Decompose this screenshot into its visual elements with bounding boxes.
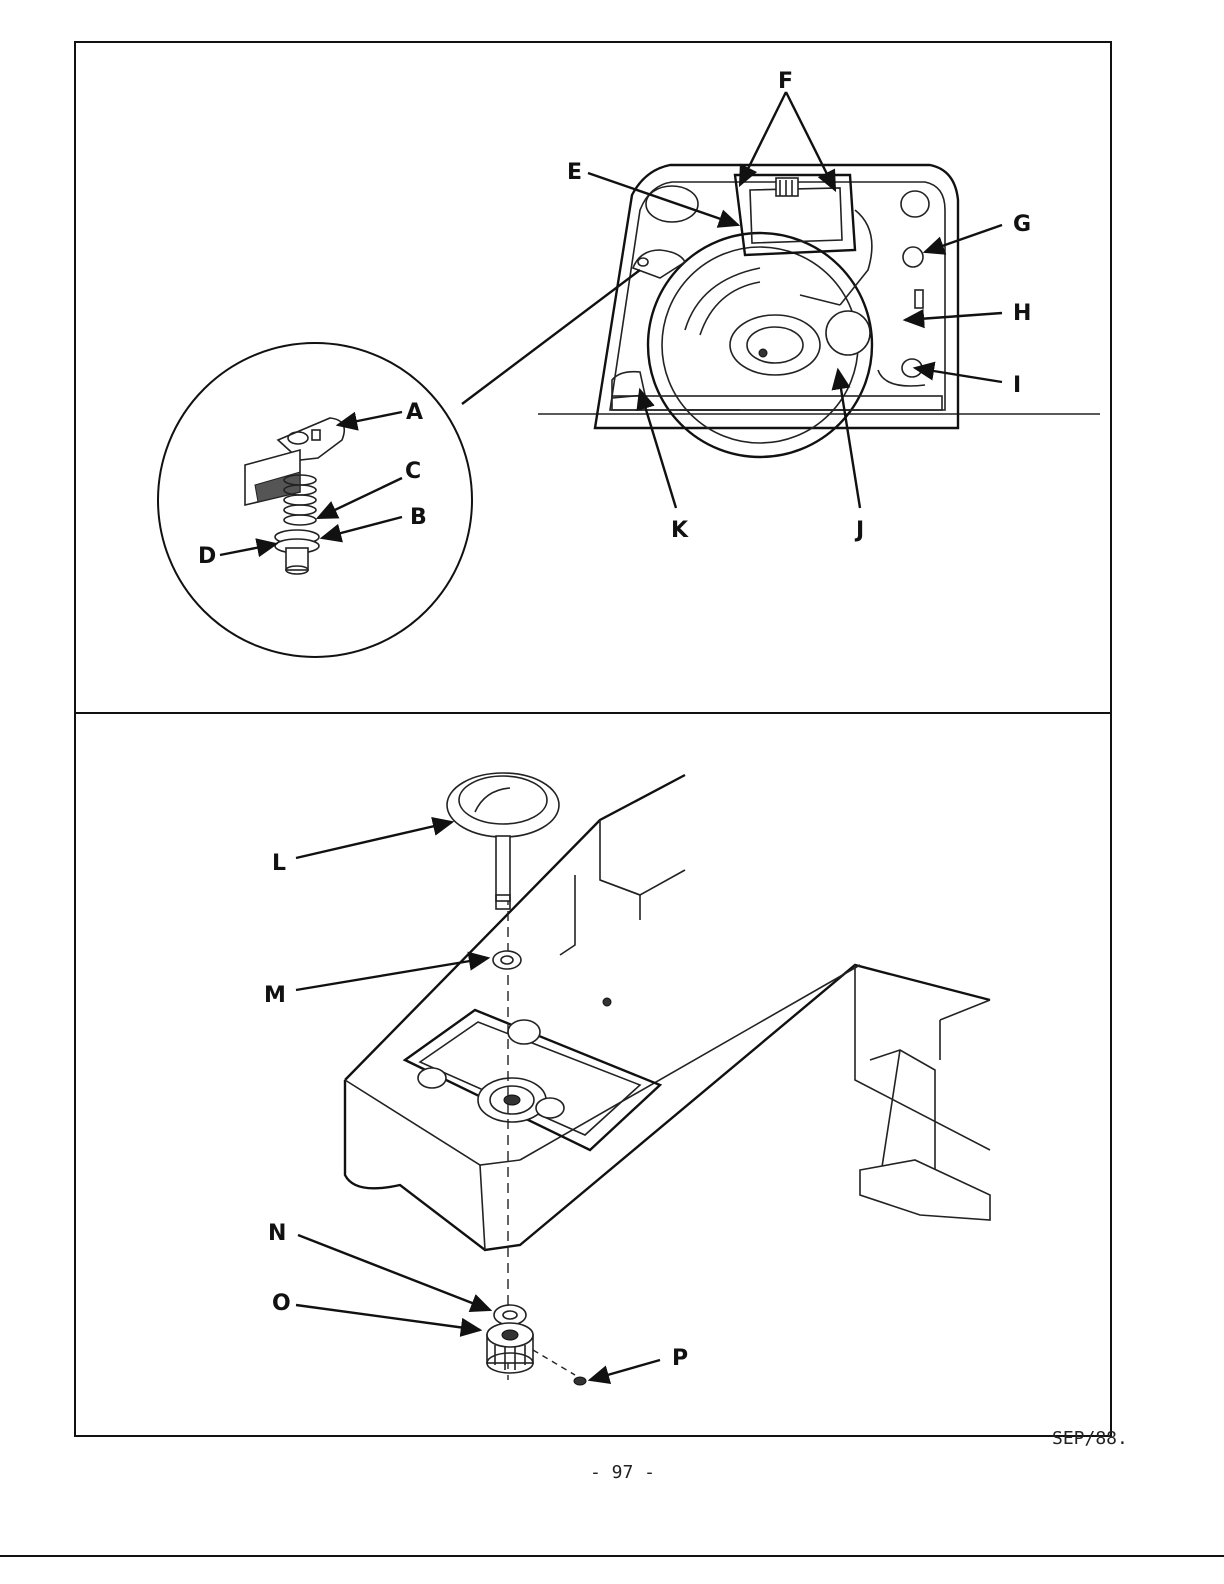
part-o-gear	[486, 1322, 534, 1374]
part-n-washer	[493, 1304, 527, 1326]
top-panel-drawing	[157, 163, 1100, 658]
bottom-callout-leaders	[295, 816, 661, 1384]
callout-e: E	[567, 160, 582, 185]
part-p-screw	[573, 1376, 587, 1386]
callout-d: D	[198, 544, 216, 569]
callout-i: I	[1013, 373, 1021, 398]
callout-l: L	[272, 851, 286, 876]
callout-o: O	[272, 1291, 291, 1316]
bottom-panel-drawing	[343, 772, 991, 1386]
callout-f: F	[778, 69, 793, 94]
callout-b: B	[410, 505, 427, 530]
detail-magnifier-circle	[157, 342, 473, 658]
diagram-frame	[74, 41, 1112, 1437]
callout-h: H	[1013, 301, 1031, 326]
callout-k: K	[671, 518, 689, 543]
part-m-washer	[492, 950, 522, 970]
callout-p: P	[672, 1346, 688, 1371]
callout-n: N	[268, 1221, 286, 1246]
callout-a: A	[406, 400, 423, 425]
spring-detail	[283, 474, 317, 526]
callout-g: G	[1013, 212, 1031, 237]
gear-in-cavity	[477, 1077, 547, 1123]
part-l-hook	[446, 772, 560, 910]
revision-date: SEP/88.	[1052, 1428, 1128, 1449]
callout-j: J	[854, 518, 864, 543]
page-number: - 97 -	[590, 1462, 656, 1483]
top-callout-leaders	[219, 91, 1003, 558]
callout-c: C	[405, 459, 421, 484]
callout-m: M	[264, 983, 286, 1008]
